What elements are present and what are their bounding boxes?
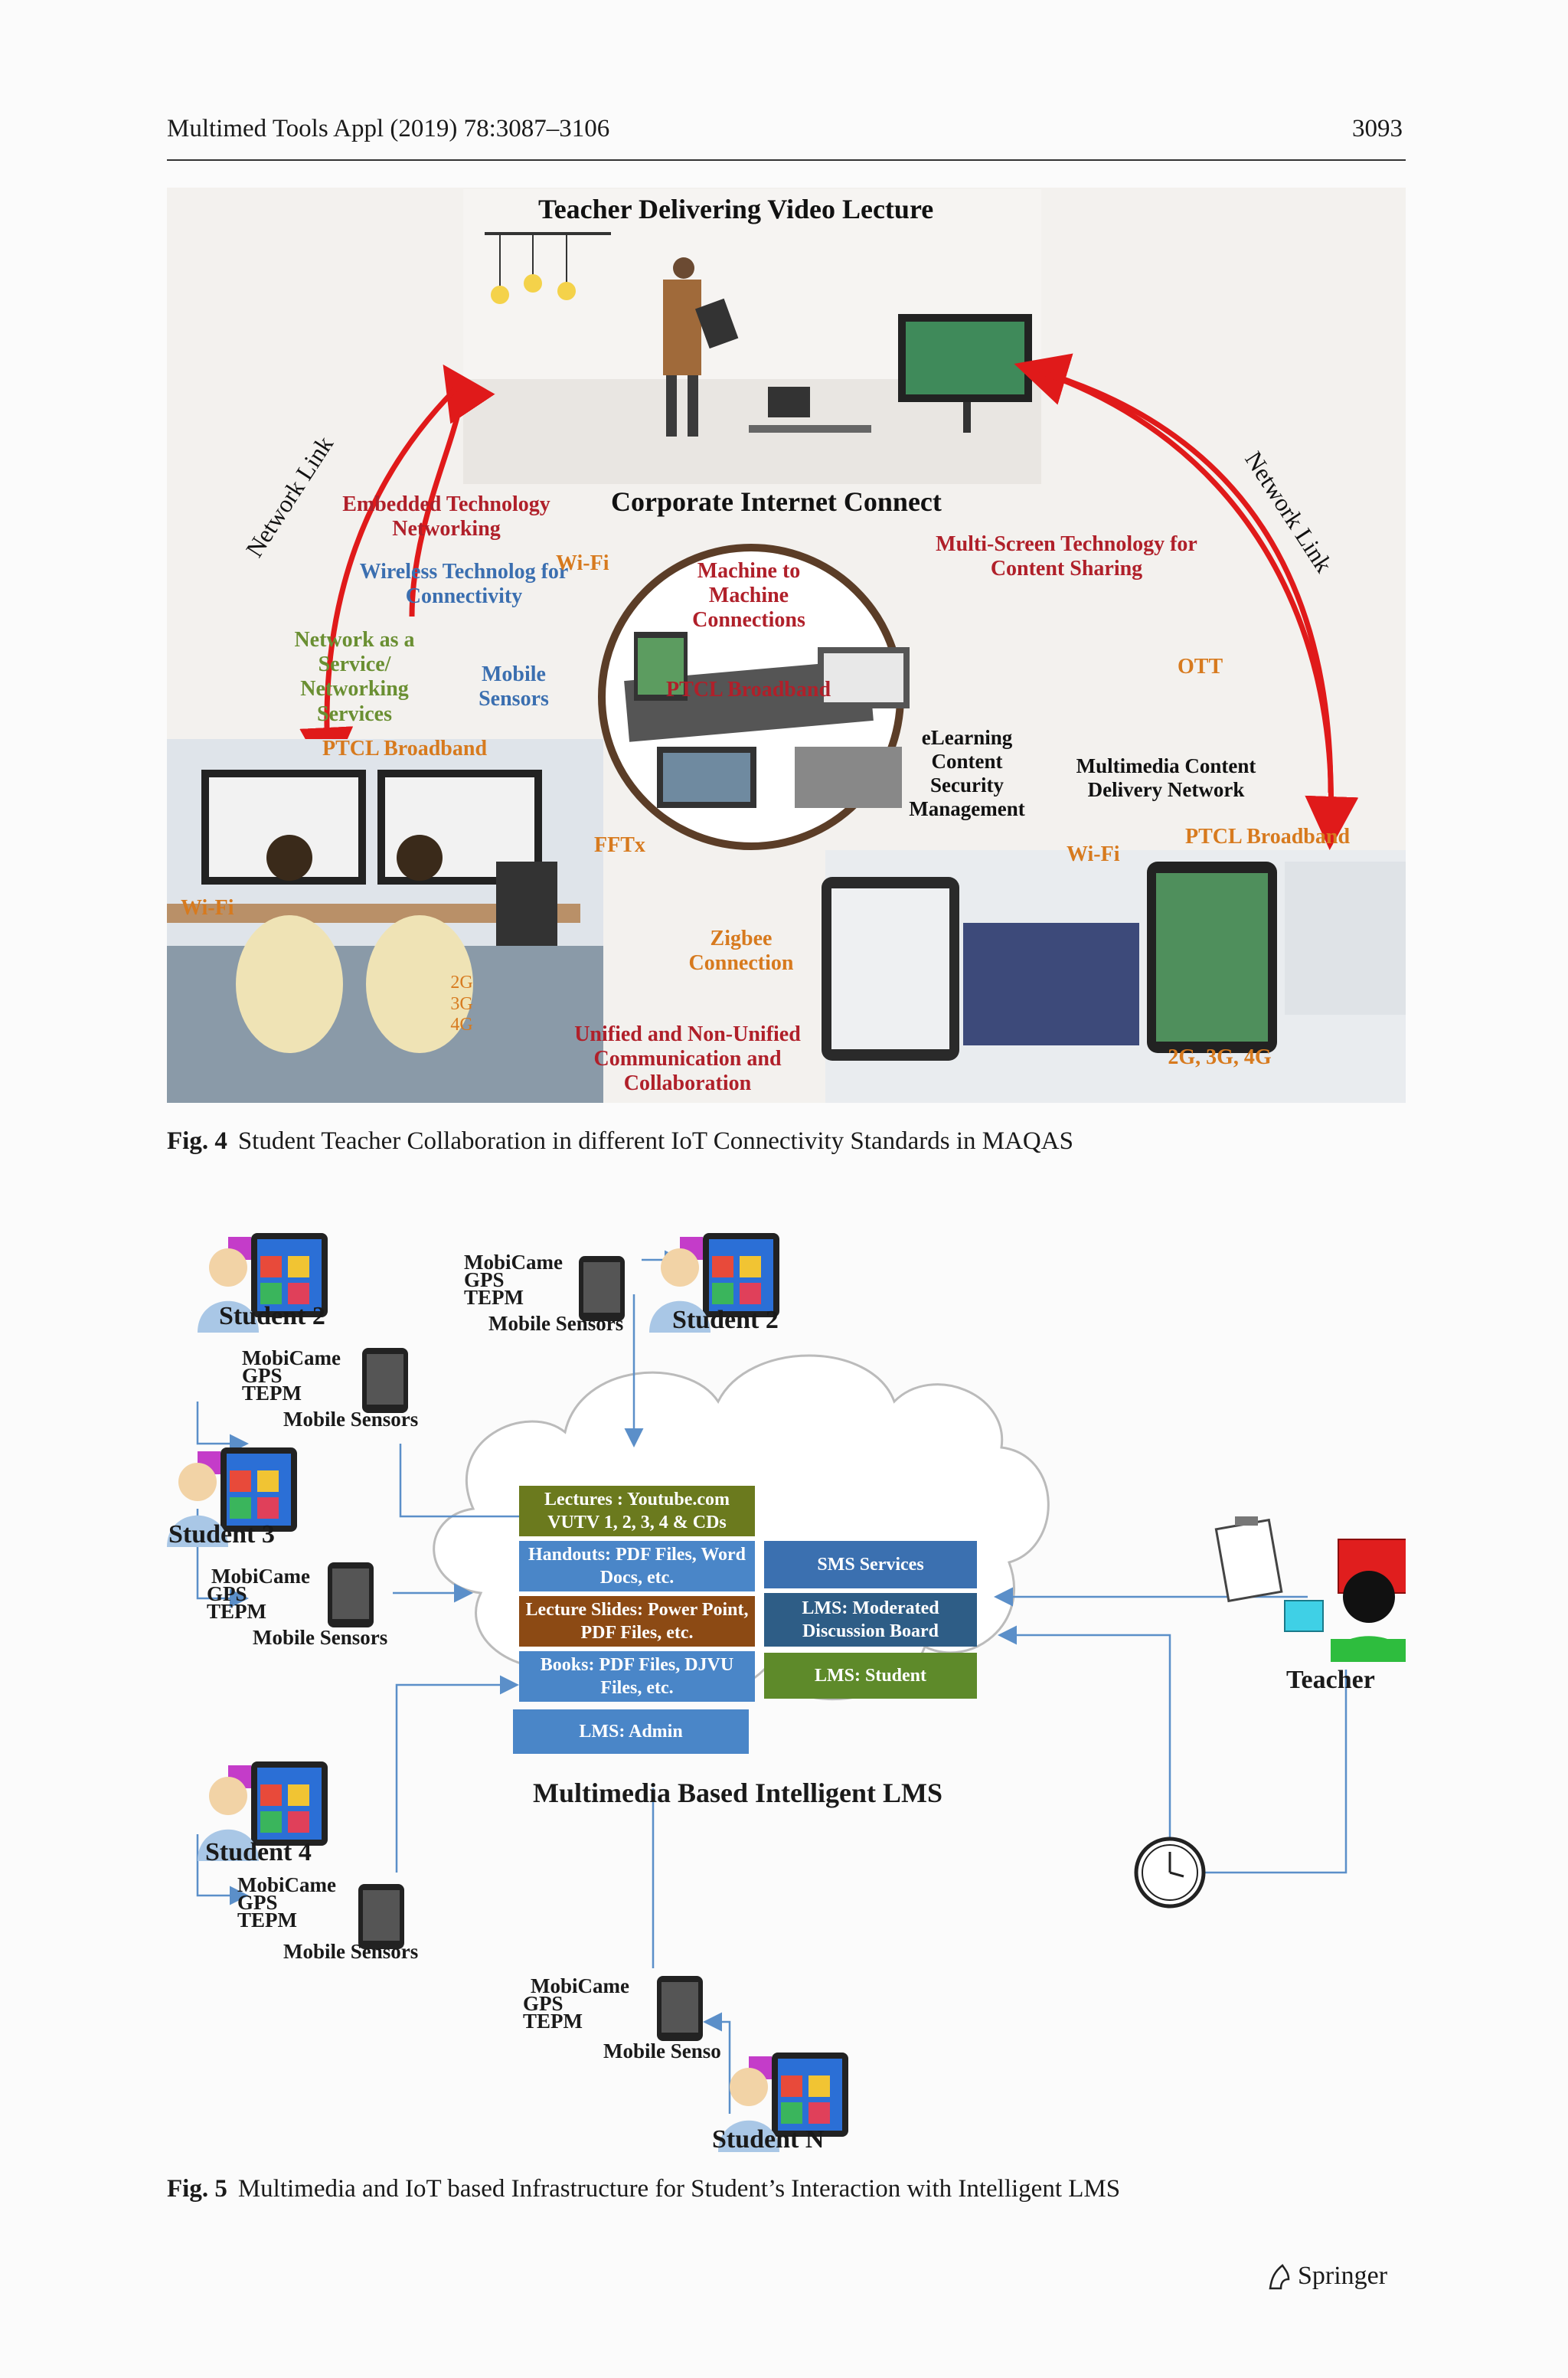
fig4-center-title: Corporate Internet Connect bbox=[611, 486, 942, 517]
sensor-mobicame: MobiCame bbox=[211, 1565, 310, 1588]
label-mcdn: Multimedia Content Delivery Network bbox=[1076, 754, 1256, 802]
sensor-gps: GPS bbox=[207, 1582, 247, 1605]
phone-icon bbox=[579, 1256, 625, 1321]
lms-title: Multimedia Based Intelligent LMS bbox=[533, 1778, 943, 1808]
sensor-mobile-sensors: Mobile Sensors bbox=[283, 1940, 419, 1963]
sensor-gps: GPS bbox=[523, 1992, 564, 2015]
lms-box-discussion-board: LMS: Moderated Discussion Board bbox=[764, 1593, 977, 1647]
sensor-mobicame: MobiCame bbox=[237, 1873, 336, 1896]
student-avatar-icon bbox=[198, 1233, 328, 1333]
lms-box-student: LMS: Student bbox=[764, 1653, 977, 1699]
label-machine-to-machine: Machine to Machine Connections bbox=[692, 559, 805, 633]
sensor-mobicame: MobiCame bbox=[242, 1346, 341, 1369]
teacher-label: Teacher bbox=[1286, 1666, 1375, 1694]
sensor-tepm: TEPM bbox=[464, 1286, 524, 1309]
label-zigbee: Zigbee Connection bbox=[688, 927, 794, 976]
sensor-mobicame: MobiCame bbox=[531, 1974, 629, 1997]
phone-icon bbox=[358, 1884, 404, 1949]
sensor-mobile-sensors: Mobile Sensors bbox=[488, 1312, 624, 1335]
lms-box-admin: LMS: Admin bbox=[513, 1709, 749, 1754]
label-multi-screen: Multi-Screen Technology for Content Shar… bbox=[936, 532, 1197, 581]
lms-box-lecture-slides: Lecture Slides: Power Point, PDF Files, … bbox=[519, 1596, 755, 1647]
student-n-label: Student N bbox=[712, 2125, 825, 2154]
publisher-name: Springer bbox=[1298, 2262, 1388, 2290]
student-avatar-icon bbox=[198, 1761, 328, 1861]
phone-icon bbox=[657, 1976, 703, 2041]
label-ptcl-center: PTCL Broadband bbox=[666, 678, 831, 702]
figure-5-caption: Fig. 5 Multimedia and IoT based Infrastru… bbox=[167, 2175, 1120, 2203]
sensor-tepm: TEPM bbox=[242, 1382, 302, 1405]
label-ott: OTT bbox=[1178, 655, 1223, 679]
sensor-gps: GPS bbox=[237, 1891, 278, 1914]
label-ptcl-right: PTCL Broadband bbox=[1185, 825, 1351, 849]
phone-icon bbox=[328, 1562, 374, 1627]
label-2g3g4g-right: 2G, 3G, 4G bbox=[1168, 1045, 1272, 1069]
running-header: Multimed Tools Appl (2019) 78:3087–3106 bbox=[167, 115, 610, 142]
lms-box-sms-services: SMS Services bbox=[764, 1541, 977, 1588]
figure-4-caption: Fig. 4 Student Teacher Collaboration in d… bbox=[167, 1127, 1073, 1156]
sensor-mobile-sensors: Mobile Sensors bbox=[283, 1408, 419, 1431]
sensor-mobicame: MobiCame bbox=[464, 1251, 563, 1274]
student-avatar-icon bbox=[649, 1233, 779, 1333]
figure-4-caption-text: Student Teacher Collaboration in differe… bbox=[237, 1127, 1073, 1155]
sensor-mobile-sensors: Mobile Sensors bbox=[253, 1626, 388, 1649]
figure-5: Student 2 Student 2 Student 3 Student 4 … bbox=[167, 1210, 1406, 2160]
sensor-mobile-sensors-truncated: Mobile Senso bbox=[603, 2039, 721, 2062]
label-wifi-right: Wi-Fi bbox=[1067, 842, 1120, 866]
lms-box-books: Books: PDF Files, DJVU Files, etc. bbox=[519, 1651, 755, 1702]
student-2-right-label: Student 2 bbox=[672, 1306, 779, 1334]
figure-5-caption-label: Fig. 5 bbox=[167, 2175, 227, 2203]
lms-box-lectures: Lectures : Youtube.com VUTV 1, 2, 3, 4 &… bbox=[519, 1486, 755, 1536]
sensor-tepm: TEPM bbox=[523, 2010, 583, 2033]
figure-5-caption-text: Multimedia and IoT based Infrastructure … bbox=[237, 2175, 1121, 2203]
sensor-tepm: TEPM bbox=[237, 1909, 297, 1932]
label-wifi-top: Wi-Fi bbox=[556, 551, 609, 575]
label-ptcl-left: PTCL Broadband bbox=[322, 737, 488, 761]
header-rule bbox=[167, 159, 1406, 161]
page-number: 3093 bbox=[1352, 115, 1403, 142]
label-network-as-service: Network as a Service/ Networking Service… bbox=[294, 628, 415, 726]
label-unified-communication: Unified and Non-Unified Communication an… bbox=[574, 1022, 801, 1096]
sensor-tepm: TEPM bbox=[207, 1600, 266, 1623]
sensor-gps: GPS bbox=[242, 1364, 283, 1387]
student-4-label: Student 4 bbox=[205, 1838, 312, 1866]
label-wifi-left: Wi-Fi bbox=[181, 896, 234, 920]
label-wireless-technology: Wireless Technolog for Connectivity bbox=[359, 560, 569, 609]
student-avatar-icon bbox=[718, 2053, 848, 2152]
label-elearning-security: eLearning Content Security Management bbox=[909, 726, 1025, 821]
springer-horse-icon bbox=[1269, 2264, 1290, 2290]
phone-icon bbox=[362, 1348, 408, 1413]
figure-4-caption-label: Fig. 4 bbox=[167, 1127, 227, 1155]
sensor-gps: GPS bbox=[464, 1268, 505, 1291]
student-3-label: Student 3 bbox=[168, 1520, 275, 1549]
publisher-mark: Springer bbox=[1267, 2262, 1387, 2291]
label-mobile-sensors: Mobile Sensors bbox=[479, 662, 549, 711]
fig4-top-title: Teacher Delivering Video Lecture bbox=[538, 194, 934, 224]
label-2g3g4g-left: 2G 3G 4G bbox=[450, 973, 473, 1035]
student-2-left-label: Student 2 bbox=[219, 1302, 325, 1330]
student-avatar-icon bbox=[167, 1447, 297, 1547]
label-embedded-technology: Embedded Technology Networking bbox=[342, 492, 550, 541]
label-fftx: FFTx bbox=[594, 833, 645, 857]
figure-4: Teacher Delivering Video Lecture Corpora… bbox=[167, 188, 1406, 1103]
figure-4-illustration bbox=[167, 189, 1406, 1103]
lms-box-handouts: Handouts: PDF Files, Word Docs, etc. bbox=[519, 1541, 755, 1591]
